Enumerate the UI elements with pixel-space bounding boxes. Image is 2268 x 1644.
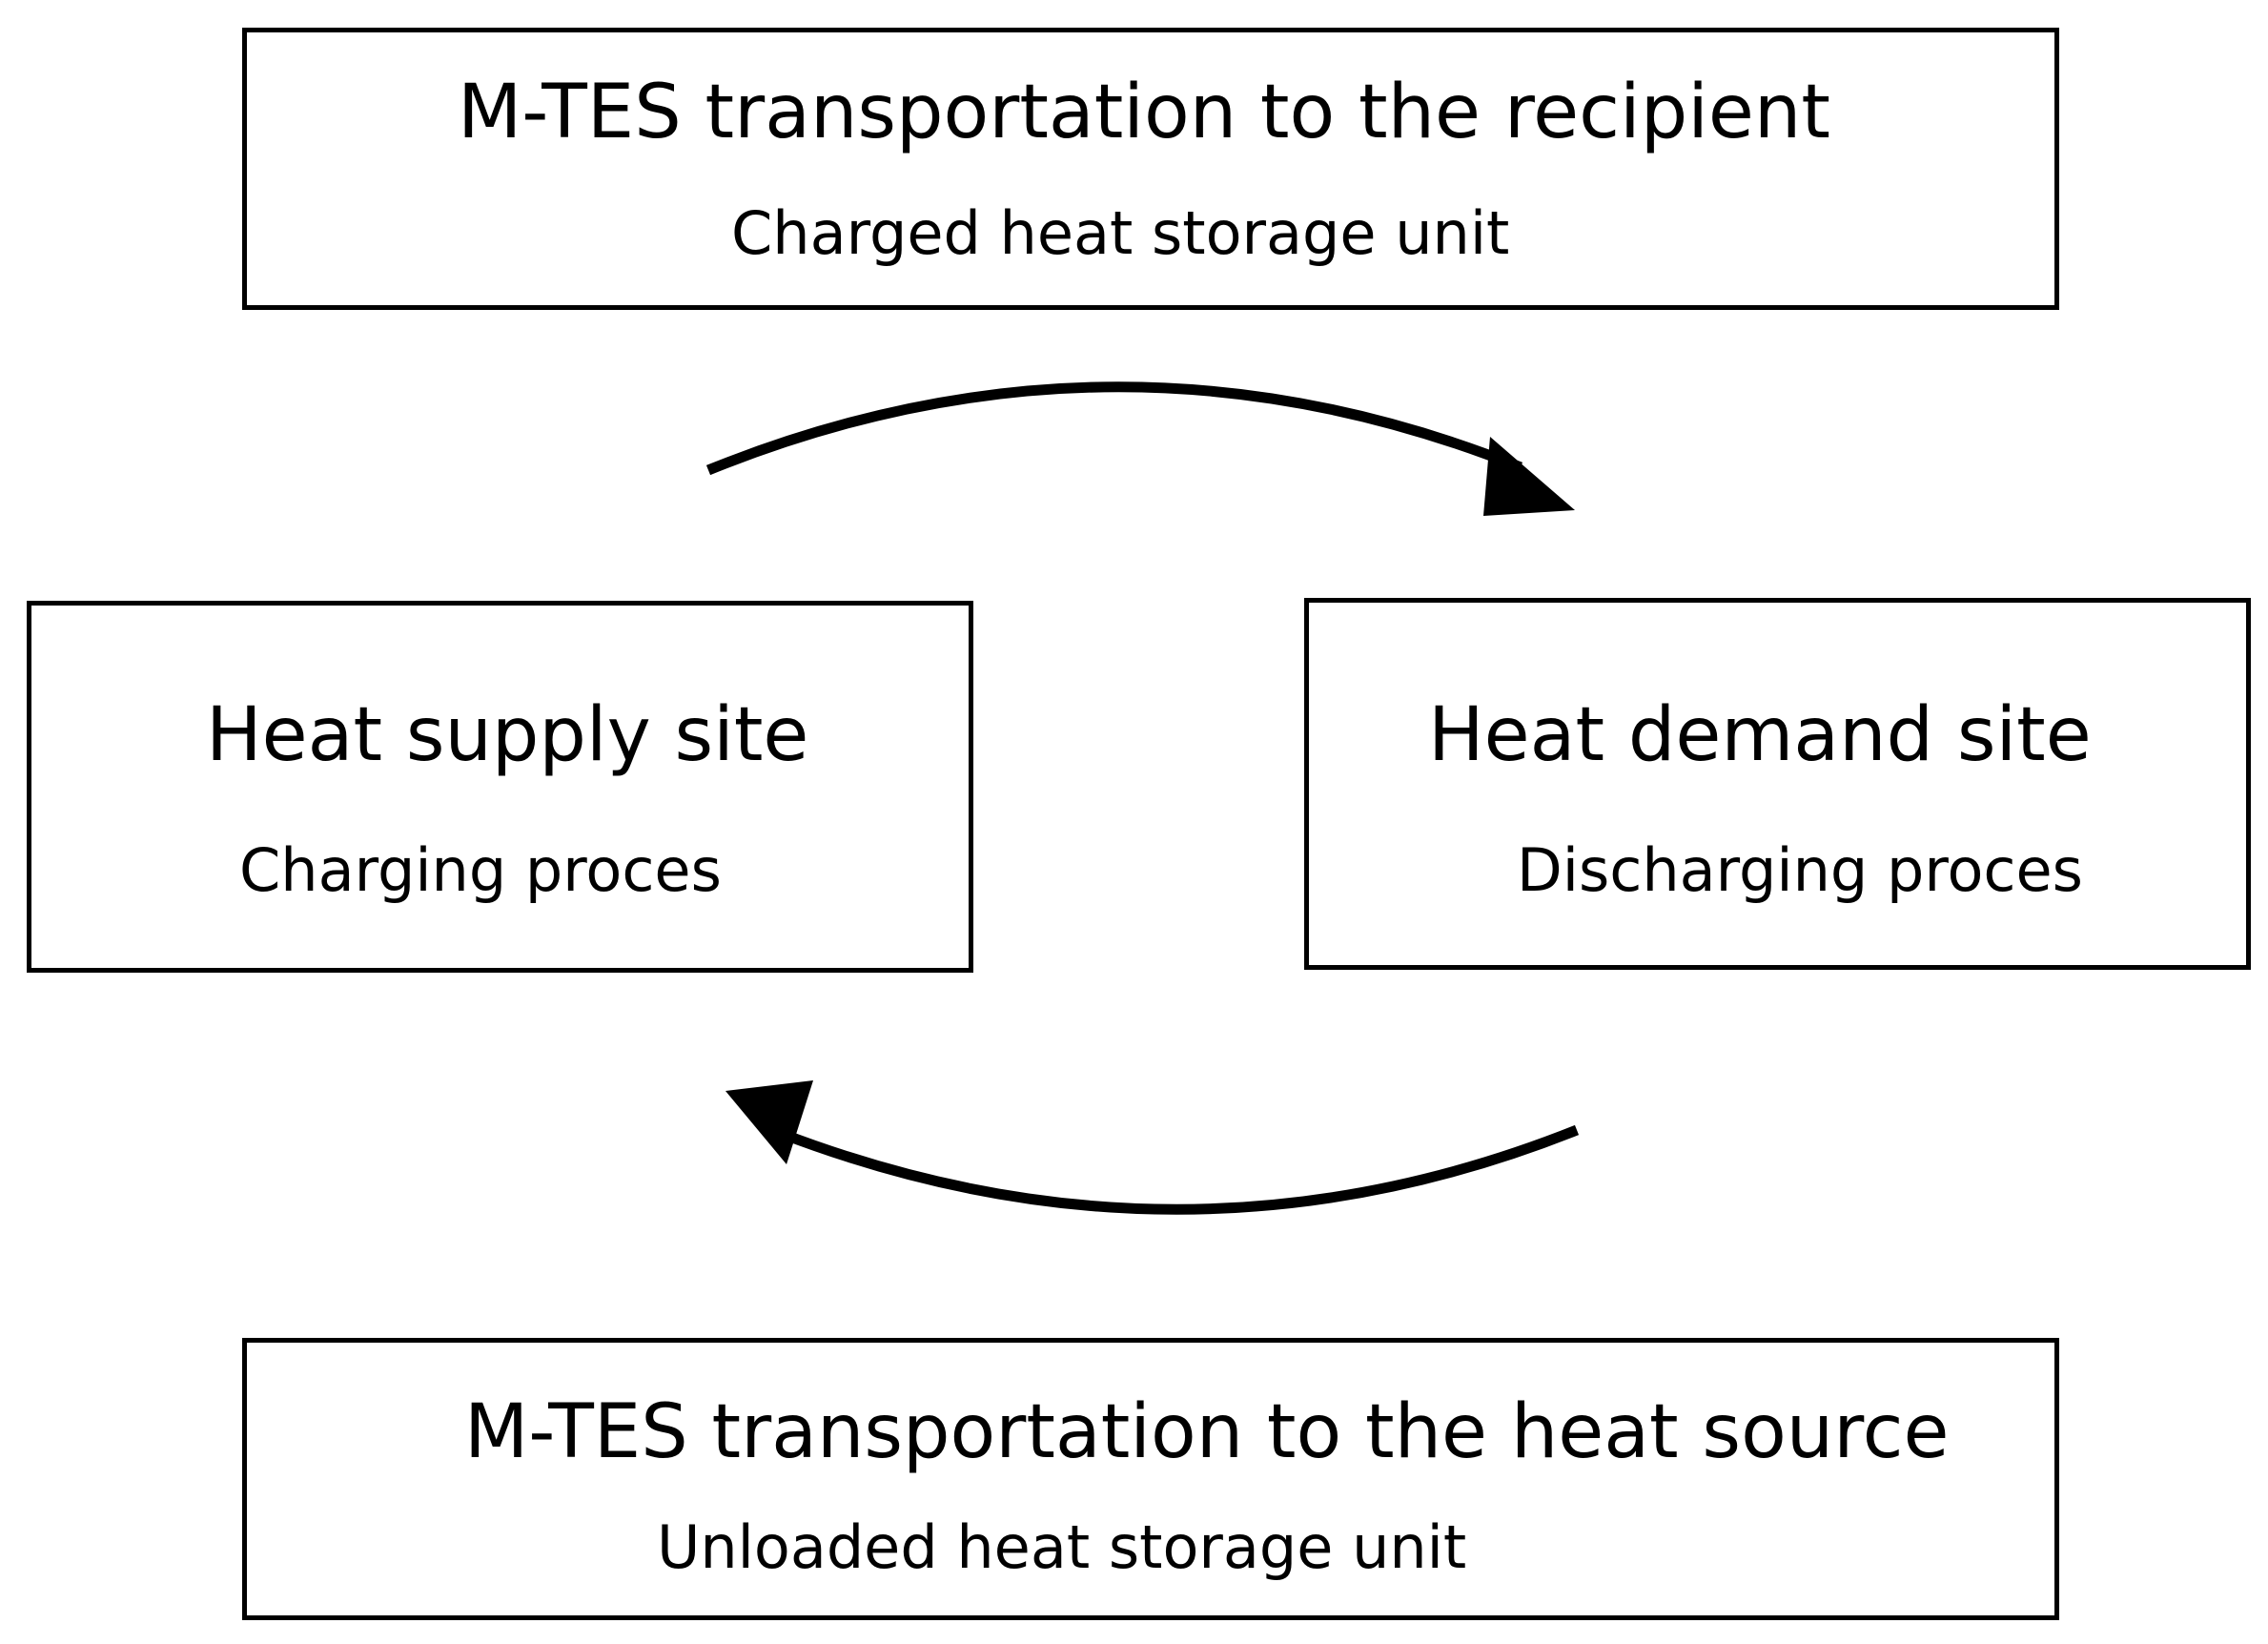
bottom-box-title: M-TES transportation to the heat source (464, 1389, 1950, 1475)
bottom-box-subtitle: Unloaded heat storage unit (657, 1512, 1467, 1582)
bottom-transport-box: M-TES transportation to the heat source … (242, 1338, 2059, 1620)
heat-demand-subtitle: Discharging proces (1517, 835, 2083, 905)
top-box-subtitle: Charged heat storage unit (731, 198, 1510, 268)
top-transport-box: M-TES transportation to the recipient Ch… (242, 28, 2059, 310)
heat-demand-title: Heat demand site (1428, 692, 2092, 778)
arrow-demand-to-supply (725, 1080, 1580, 1215)
arrow-supply-to-demand (705, 381, 1575, 516)
heat-supply-title: Heat supply site (206, 692, 809, 778)
heat-supply-subtitle: Charging proces (239, 835, 722, 905)
top-box-title: M-TES transportation to the recipient (458, 70, 1830, 155)
heat-supply-box: Heat supply site Charging proces (27, 601, 973, 973)
heat-demand-box: Heat demand site Discharging proces (1304, 598, 2251, 970)
